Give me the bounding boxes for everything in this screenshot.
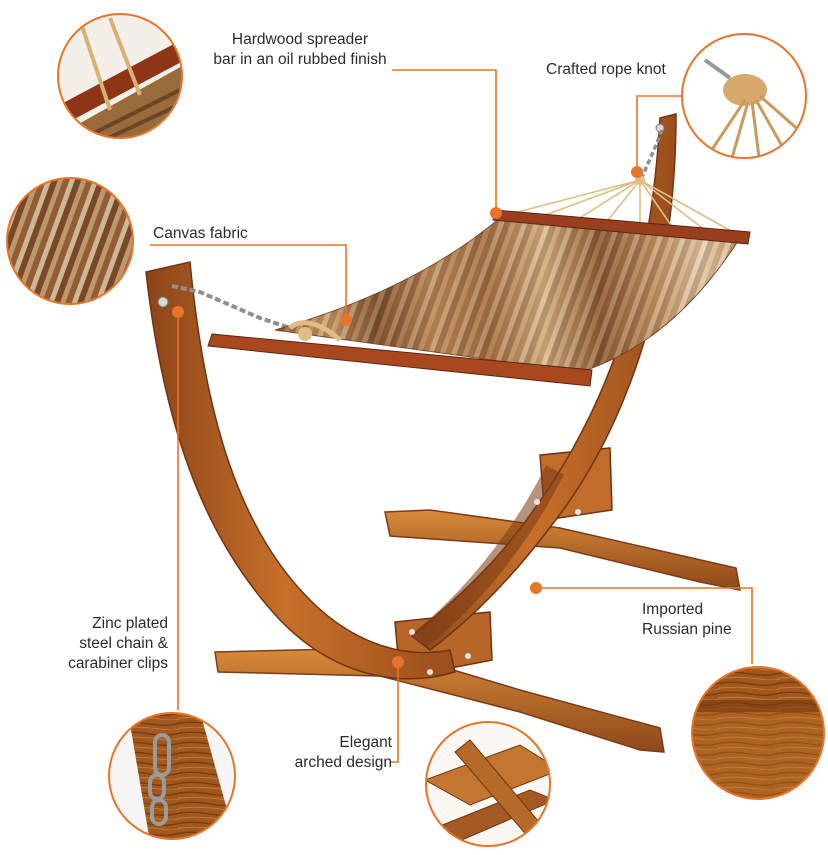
zoom-rope-detail [681, 33, 807, 159]
rope-top [509, 179, 741, 237]
right-chain [638, 129, 664, 183]
left-arch [145, 261, 456, 680]
label-rope-knot: Crafted rope knot [546, 61, 666, 78]
rope-knot-left [288, 320, 342, 342]
zoom-canvas-detail [6, 177, 134, 305]
right-arch [410, 113, 677, 651]
left-chain [171, 284, 291, 330]
callout-dots [172, 166, 643, 668]
bottom-spreader-bar [207, 333, 593, 387]
callout-lines [150, 69, 753, 763]
zoom-arch-detail [425, 721, 551, 847]
zoom-pine-detail [691, 666, 825, 800]
zoom-chain-detail [108, 712, 236, 840]
zoom-spreader-detail [57, 13, 183, 139]
label-arched-design: Elegant arched design [294, 734, 392, 771]
label-russian-pine: Imported Russian pine [642, 601, 732, 638]
back-base-beam [384, 509, 741, 591]
label-spreader-bar: Hardwood spreader bar in an oil rubbed f… [213, 31, 387, 68]
label-canvas-fabric: Canvas fabric [153, 225, 248, 242]
label-zinc-chain: Zinc plated steel chain & carabiner clip… [68, 615, 168, 672]
